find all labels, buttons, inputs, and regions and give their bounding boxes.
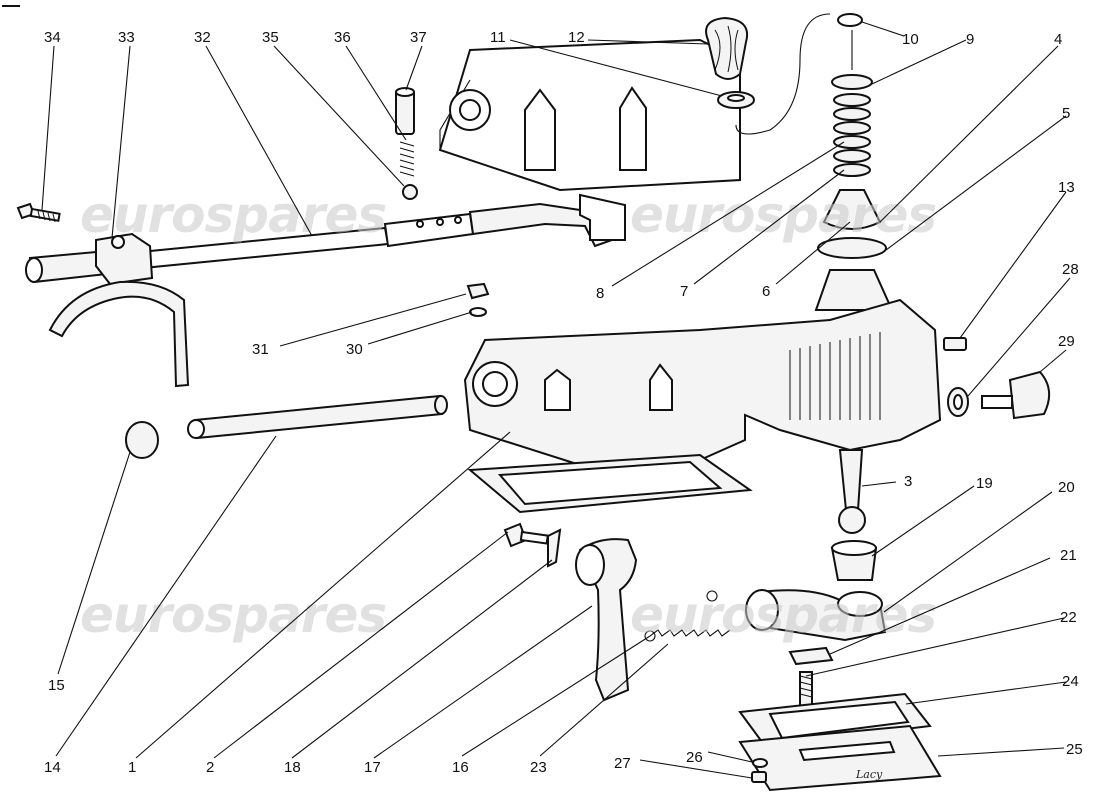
callout-9: 9 [966, 31, 974, 48]
part-31-nut [466, 282, 490, 300]
part-26-washer [752, 758, 768, 768]
callout-36: 36 [334, 29, 351, 46]
callout-13: 13 [1058, 179, 1075, 196]
callout-11: 11 [490, 29, 506, 46]
callout-37: 37 [410, 29, 427, 46]
part-11-cup [717, 91, 755, 109]
part-36-spring [399, 141, 415, 177]
part-6-boot [814, 269, 894, 311]
part-33-shift-fork [25, 232, 190, 388]
part-9-spring-stack [831, 30, 873, 177]
callout-21: 21 [1060, 547, 1077, 564]
callout-29: 29 [1058, 333, 1075, 350]
part-29-switch [981, 370, 1051, 420]
callout-10: 10 [902, 31, 919, 48]
part-5-ring [817, 237, 887, 259]
part-3-lever-end [838, 449, 866, 534]
part-22-bolt [799, 671, 813, 709]
callout-8: 8 [596, 285, 604, 302]
part-24-gasket [738, 692, 932, 748]
part-2-gasket [467, 453, 753, 514]
part-35-ball [402, 184, 418, 200]
callout-34: 34 [44, 29, 61, 46]
part-30-washer [469, 307, 487, 317]
callout-25: 25 [1066, 741, 1083, 758]
callout-22: 22 [1060, 609, 1077, 626]
callout-3: 3 [904, 473, 912, 490]
part-37-sleeve [395, 87, 415, 135]
part-12-knob [705, 16, 748, 80]
callout-27: 27 [614, 755, 631, 772]
part-1-main-housing [463, 298, 942, 467]
assembly-arrow [735, 13, 831, 135]
part-21-lock-plate [788, 646, 834, 666]
part-10-clip [837, 13, 863, 27]
callout-labels: 34 33 32 35 36 37 11 12 10 9 4 5 13 28 2… [44, 29, 1083, 776]
callout-14: 14 [44, 759, 61, 776]
callout-16: 16 [452, 759, 469, 776]
part-27-screw [751, 771, 767, 783]
watermark-layer: eurospares eurospares eurospares eurospa… [80, 186, 937, 644]
callout-35: 35 [262, 29, 279, 46]
upper-cover-sketch [438, 38, 741, 241]
callout-32: 32 [194, 29, 211, 46]
part-15-plug [125, 421, 159, 459]
callout-1: 1 [128, 759, 136, 776]
callout-5: 5 [1062, 105, 1070, 122]
engraver-signature: Lacy [855, 768, 883, 781]
part-20-lever-arm [745, 589, 887, 642]
watermark-text: eurospares [80, 586, 386, 644]
callout-19: 19 [976, 475, 993, 492]
callout-33: 33 [118, 29, 135, 46]
part-14-shaft [187, 394, 448, 440]
callout-18: 18 [284, 759, 301, 776]
callout-17: 17 [364, 759, 381, 776]
callout-20: 20 [1058, 479, 1075, 496]
callout-31: 31 [252, 341, 269, 358]
callout-7: 7 [680, 283, 688, 300]
callout-2: 2 [206, 759, 214, 776]
callout-15: 15 [48, 677, 65, 694]
watermark-text: eurospares [80, 186, 386, 244]
callout-26: 26 [686, 749, 703, 766]
part-4-cone [822, 189, 882, 230]
part-18-bolt [503, 522, 562, 568]
leader-lines [41, 21, 1071, 779]
callout-6: 6 [762, 283, 770, 300]
callout-30: 30 [346, 341, 363, 358]
callout-23: 23 [530, 759, 547, 776]
callout-24: 24 [1062, 673, 1079, 690]
part-13-bolt [943, 337, 967, 351]
watermark-text: eurospares [630, 186, 936, 244]
watermark-text: eurospares [630, 586, 936, 644]
callout-12: 12 [568, 29, 585, 46]
part-19-bushing [830, 540, 878, 581]
callout-28: 28 [1062, 261, 1079, 278]
part-28-washer [947, 387, 969, 417]
callout-4: 4 [1054, 31, 1062, 48]
part-34-bolt [16, 202, 61, 223]
part-17-lever [575, 538, 638, 702]
part-16-spring [644, 590, 731, 642]
